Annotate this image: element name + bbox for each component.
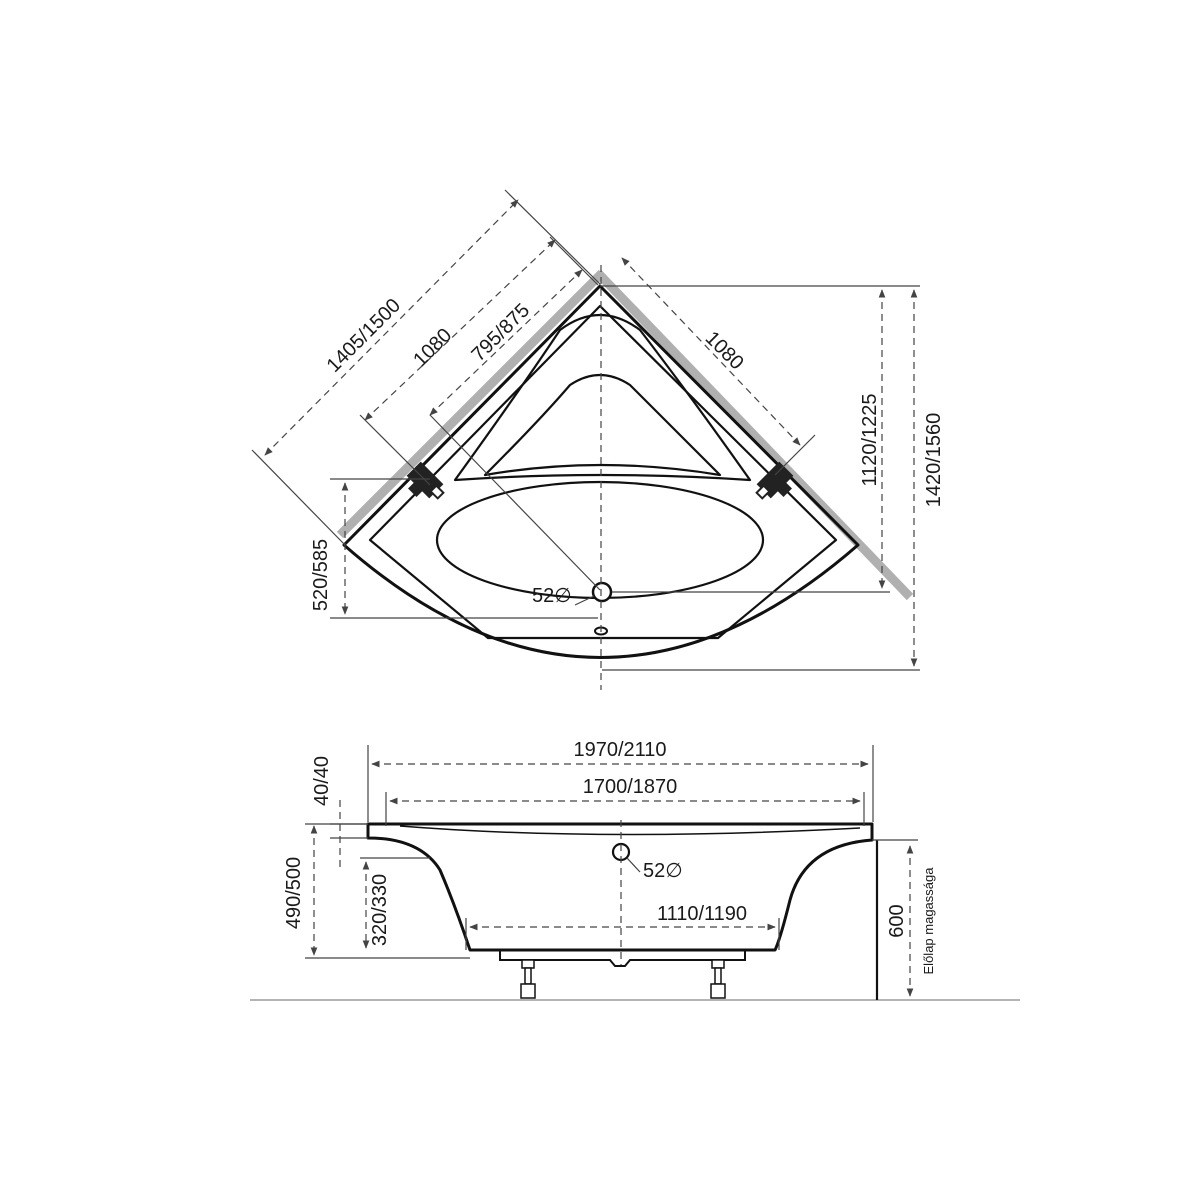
ext-line <box>429 414 601 591</box>
top-view: 1405/1500 1080 795/875 1080 1120/1225 14… <box>251 189 945 690</box>
right-fitting <box>755 461 794 500</box>
dim-height-label: 490/500 <box>283 857 305 929</box>
ext-line <box>774 434 816 476</box>
left-foot <box>520 959 536 999</box>
tub-base <box>499 950 746 967</box>
dim-diag-left-label: 1080 <box>409 324 456 371</box>
right-foot <box>710 959 726 999</box>
dim-line-diag-left <box>364 239 556 421</box>
dim-inner-length-label: 1700/1870 <box>583 776 678 798</box>
side-view: 1970/2110 1700/1870 40/40 490/500 320/33… <box>250 739 1020 1001</box>
dim-left-depth-label: 520/585 <box>310 539 332 611</box>
dim-diag-right-label: 1080 <box>701 327 748 374</box>
side-drain-leader <box>626 857 641 873</box>
dim-total-length-label: 1970/2110 <box>573 739 666 761</box>
ext-line <box>251 449 346 546</box>
dim-height-drain-label: 1120/1225 <box>859 393 881 486</box>
tub-inner-rim <box>368 304 838 640</box>
ext-line <box>359 414 431 486</box>
drain-leader <box>574 595 595 606</box>
tub-inner-line <box>399 825 861 836</box>
drain-label-top: 52∅ <box>532 585 572 607</box>
panel-height-caption: Előlap magassága <box>921 867 936 975</box>
basin-oval <box>435 480 765 600</box>
tub-side-outline <box>366 822 874 952</box>
drain-label-side: 52∅ <box>643 860 683 882</box>
dim-panel-label: 600 <box>886 904 908 937</box>
ext-line <box>504 189 601 285</box>
dim-diag-outer-label: 1405/1500 <box>323 295 405 377</box>
dim-inner-depth-label: 320/330 <box>369 874 391 946</box>
dim-line-diag-outer <box>264 199 519 456</box>
dim-bottom-length-label: 1110/1190 <box>657 903 747 925</box>
dim-height-total-label: 1420/1560 <box>923 413 945 508</box>
tub-outer-outline <box>342 284 860 659</box>
dim-rim-label: 40/40 <box>311 756 333 806</box>
ext-line <box>549 236 599 286</box>
